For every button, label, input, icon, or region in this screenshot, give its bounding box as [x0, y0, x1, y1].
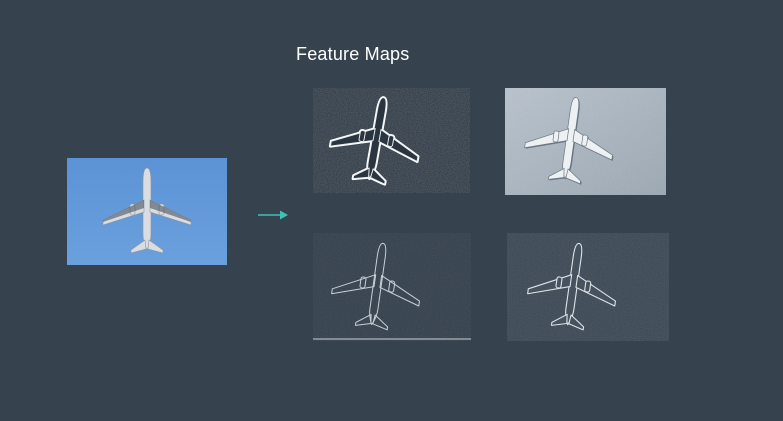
slide-title: Feature Maps	[296, 44, 410, 64]
airplane-feature-map-icon	[313, 88, 470, 193]
feature-map-1	[313, 88, 470, 193]
airplane-feature-map-icon	[313, 233, 471, 341]
arrow-right-icon	[257, 208, 289, 222]
airplane-feature-map-icon	[505, 88, 666, 195]
airplane-feature-map-icon	[507, 233, 669, 341]
airplane-photo-icon	[67, 158, 227, 265]
feature-map-3	[313, 233, 471, 341]
input-image	[67, 158, 227, 265]
feature-map-4	[507, 233, 669, 341]
feature-map-2	[505, 88, 666, 195]
